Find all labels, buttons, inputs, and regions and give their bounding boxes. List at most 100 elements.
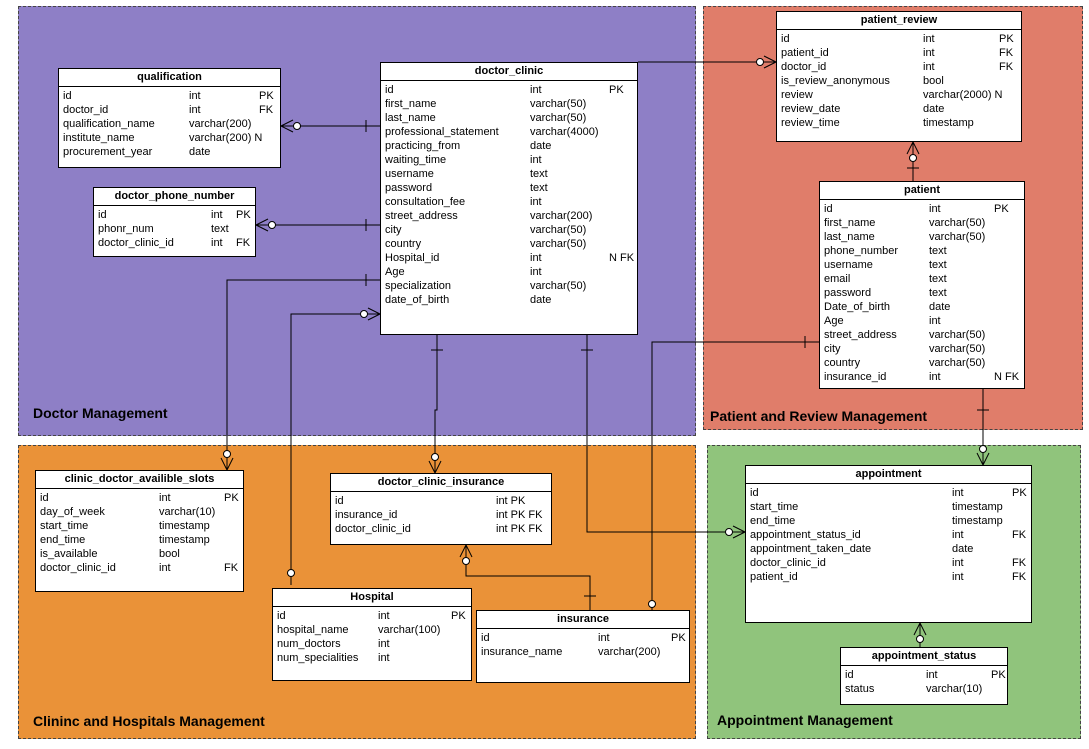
- column-type: varchar(4000): [530, 126, 599, 138]
- column-name: doctor_clinic_id: [335, 523, 411, 535]
- table-title: appointment_status: [841, 648, 1007, 666]
- column-name: is_available: [40, 548, 98, 560]
- column-type: text: [530, 182, 548, 194]
- table-title: Hospital: [273, 589, 471, 607]
- column-type: date: [189, 146, 211, 158]
- column-type: varchar(50): [530, 98, 587, 110]
- column-name: status: [845, 683, 875, 695]
- column-key: PK: [991, 669, 1006, 681]
- column-type: int: [189, 90, 201, 102]
- column-name: Age: [824, 315, 844, 327]
- table-title: doctor_phone_number: [94, 188, 255, 206]
- column-type: text: [929, 245, 947, 257]
- column-type: timestamp: [952, 501, 1003, 513]
- column-type: varchar(50): [530, 224, 587, 236]
- column-name: country: [824, 357, 861, 369]
- table-title: doctor_clinic_insurance: [331, 474, 551, 492]
- column-name: password: [824, 287, 872, 299]
- column-key: FK: [999, 61, 1014, 73]
- column-name: institute_name: [63, 132, 135, 144]
- column-name: id: [750, 487, 759, 499]
- region-label-patient: Patient and Review Management: [710, 408, 928, 424]
- column-type: varchar(50): [530, 280, 587, 292]
- column-type: varchar(200) N: [189, 132, 263, 144]
- column-key: FK: [236, 237, 251, 249]
- column-key: FK: [1012, 557, 1027, 569]
- column-name: phone_number: [824, 245, 899, 257]
- table-title: clinic_doctor_availible_slots: [36, 471, 243, 489]
- column-type: int: [952, 529, 964, 541]
- column-name: Age: [385, 266, 405, 278]
- column-type: int: [378, 610, 390, 622]
- region-label-appointment: Appointment Management: [717, 712, 893, 728]
- column-name: Hospital_id: [385, 252, 440, 264]
- column-key: FK: [259, 104, 274, 116]
- column-type: int PK FK: [496, 523, 543, 535]
- column-name: id: [277, 610, 286, 622]
- column-type: int: [159, 492, 171, 504]
- column-name: doctor_clinic_id: [98, 237, 174, 249]
- column-type: int: [378, 638, 390, 650]
- column-name: last_name: [824, 231, 875, 243]
- column-name: first_name: [824, 217, 876, 229]
- column-name: username: [824, 259, 873, 271]
- column-type: varchar(50): [929, 343, 986, 355]
- column-name: appointment_status_id: [750, 529, 861, 541]
- column-name: day_of_week: [40, 506, 105, 518]
- column-name: doctor_id: [63, 104, 109, 116]
- column-key: PK: [259, 90, 274, 102]
- table-title: patient_review: [777, 12, 1021, 30]
- column-name: id: [63, 90, 72, 102]
- column-name: phonr_num: [98, 223, 154, 235]
- column-type: int: [159, 562, 171, 574]
- column-name: professional_statement: [385, 126, 499, 138]
- column-key: PK: [451, 610, 466, 622]
- column-name: street_address: [824, 329, 897, 341]
- column-type: bool: [923, 75, 944, 87]
- table-title: patient: [820, 182, 1024, 200]
- column-type: int: [530, 154, 542, 166]
- table-row: password text: [820, 286, 1024, 300]
- column-name: password: [385, 182, 433, 194]
- table-row: professional_statement varchar(4000): [381, 125, 637, 139]
- column-name: id: [335, 495, 344, 507]
- region-label-doctor: Doctor Management: [33, 405, 168, 421]
- column-name: review_date: [781, 103, 841, 115]
- column-type: text: [929, 287, 947, 299]
- column-name: id: [481, 632, 490, 644]
